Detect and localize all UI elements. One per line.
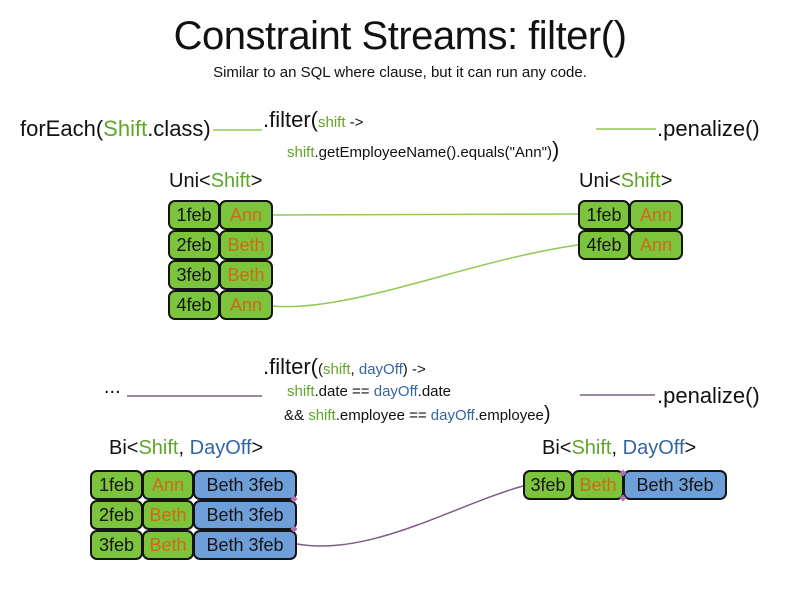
- uni-left-table: 1feb Ann 2feb Beth 3feb Beth 4feb Ann: [168, 200, 273, 320]
- shift-employee-cell: Beth: [142, 530, 194, 560]
- bi-left-heading-post: >: [251, 437, 264, 459]
- filter2-l3-var2: dayOff: [430, 407, 475, 424]
- bi-right-heading-pre: Bi<: [542, 437, 572, 459]
- shift-employee-cell: Beth: [219, 230, 273, 260]
- bi-left-table: 1feb Ann Beth 3feb 2feb Beth Beth 3feb 3…: [90, 470, 297, 560]
- uni-left-heading-type: Shift: [210, 170, 251, 192]
- table-row: 1feb Ann Beth 3feb: [90, 470, 297, 500]
- filter1-line1: .filter(shift ->: [263, 107, 363, 133]
- uni-right-table: 1feb Ann 4feb Ann: [578, 200, 683, 260]
- shift-date-cell: 1feb: [578, 200, 630, 230]
- bi-right-heading-type1: Shift: [571, 437, 612, 459]
- bi-right-heading-post: >: [684, 437, 697, 459]
- foreach-pre: forEach(: [20, 116, 104, 141]
- filter1-arg: shift: [318, 114, 346, 131]
- bi-right-heading-comma: ,: [611, 437, 623, 459]
- uni-left-heading: Uni<Shift>: [169, 170, 262, 193]
- dayoff-cell: Beth 3feb: [193, 530, 297, 560]
- ellipsis-expression: ...: [104, 376, 121, 398]
- shift-date-cell: 4feb: [168, 290, 220, 320]
- shift-employee-cell: Beth: [142, 500, 194, 530]
- filter2-body-line1: shift.date == dayOff.date: [287, 383, 451, 400]
- table-row: 3feb Beth Beth 3feb: [523, 470, 727, 500]
- line-bi-row3: [296, 485, 524, 547]
- shift-date-cell: 1feb: [90, 470, 143, 500]
- shift-employee-cell: Beth: [572, 470, 624, 500]
- shift-date-cell: 3feb: [168, 260, 220, 290]
- filter2-l2-var2: dayOff: [373, 383, 418, 400]
- filter2-l3-mid: .employee ==: [335, 407, 431, 424]
- penalize1-expression: .penalize(): [657, 116, 760, 141]
- dayoff-cell: Beth 3feb: [623, 470, 727, 500]
- shift-date-cell: 2feb: [168, 230, 220, 260]
- uni-right-heading-post: >: [660, 170, 673, 192]
- filter2-l2-end: .date: [417, 383, 452, 400]
- penalize2-expression: .penalize(): [657, 383, 760, 408]
- filter1-head: .filter(: [263, 107, 318, 132]
- table-row: 4feb Ann: [578, 230, 683, 260]
- table-row: 2feb Beth: [168, 230, 273, 260]
- line-uni-row4: [271, 244, 579, 308]
- bi-left-heading-type2: DayOff: [189, 437, 252, 459]
- bi-left-heading-comma: ,: [178, 437, 190, 459]
- filter1-body: shift.getEmployeeName().equals("Ann")): [287, 137, 559, 163]
- filter2-args-close: ) ->: [402, 361, 426, 378]
- foreach-post: .class): [147, 116, 211, 141]
- bi-left-heading: Bi<Shift, DayOff>: [109, 437, 263, 460]
- filter2-l2-mid: .date ==: [314, 383, 374, 400]
- filter1-body-close: ): [551, 137, 560, 162]
- bi-right-table: 3feb Beth Beth 3feb: [523, 470, 727, 500]
- filter1-arrow: ->: [345, 114, 364, 131]
- shift-employee-cell: Ann: [629, 230, 683, 260]
- bi-left-heading-type1: Shift: [138, 437, 179, 459]
- shift-employee-cell: Ann: [219, 290, 273, 320]
- bi-right-heading-type2: DayOff: [622, 437, 685, 459]
- shift-date-cell: 1feb: [168, 200, 220, 230]
- shift-employee-cell: Ann: [629, 200, 683, 230]
- line-uni-row1: [271, 213, 579, 216]
- shift-date-cell: 3feb: [523, 470, 573, 500]
- filter1-body-var: shift: [287, 144, 315, 161]
- filter2-l2-var1: shift: [287, 383, 315, 400]
- filter2-l3-pre: &&: [284, 407, 309, 424]
- table-row: 3feb Beth Beth 3feb: [90, 530, 297, 560]
- bi-left-heading-pre: Bi<: [109, 437, 139, 459]
- shift-employee-cell: Beth: [219, 260, 273, 290]
- dayoff-cell: Beth 3feb: [193, 470, 297, 500]
- shift-date-cell: 2feb: [90, 500, 143, 530]
- filter2-l3-end: .employee: [474, 407, 544, 424]
- shift-date-cell: 3feb: [90, 530, 143, 560]
- filter2-l3-close: ): [543, 403, 551, 425]
- foreach-expression: forEach(Shift.class): [20, 116, 211, 142]
- filter2-arg2: dayOff: [358, 361, 403, 378]
- filter2-l3-var1: shift: [308, 407, 336, 424]
- page-title: Constraint Streams: filter(): [173, 14, 627, 58]
- filter2-head: .filter(: [263, 354, 318, 379]
- shift-date-cell: 4feb: [578, 230, 630, 260]
- shift-employee-cell: Ann: [142, 470, 194, 500]
- shift-employee-cell: Ann: [219, 200, 273, 230]
- filter2-args-comma: ,: [350, 361, 359, 378]
- uni-right-heading-type: Shift: [620, 170, 661, 192]
- table-row: 1feb Ann: [578, 200, 683, 230]
- filter2-body-line2: && shift.employee == dayOff.employee): [284, 403, 551, 426]
- bi-right-heading: Bi<Shift, DayOff>: [542, 437, 696, 460]
- dayoff-cell: Beth 3feb: [193, 500, 297, 530]
- uni-right-heading-pre: Uni<: [579, 170, 621, 192]
- table-row: 4feb Ann: [168, 290, 273, 320]
- filter1-body-rest: .getEmployeeName().equals("Ann"): [314, 144, 552, 161]
- uni-right-heading: Uni<Shift>: [579, 170, 672, 193]
- table-row: 3feb Beth: [168, 260, 273, 290]
- table-row: 2feb Beth Beth 3feb: [90, 500, 297, 530]
- filter2-line1: .filter((shift, dayOff) ->: [263, 354, 426, 380]
- filter2-args-open: (: [318, 361, 323, 378]
- uni-left-heading-pre: Uni<: [169, 170, 211, 192]
- filter2-arg1: shift: [323, 361, 351, 378]
- table-row: 1feb Ann: [168, 200, 273, 230]
- foreach-type: Shift: [103, 116, 148, 141]
- page-subtitle: Similar to an SQL where clause, but it c…: [213, 64, 587, 81]
- uni-left-heading-post: >: [250, 170, 263, 192]
